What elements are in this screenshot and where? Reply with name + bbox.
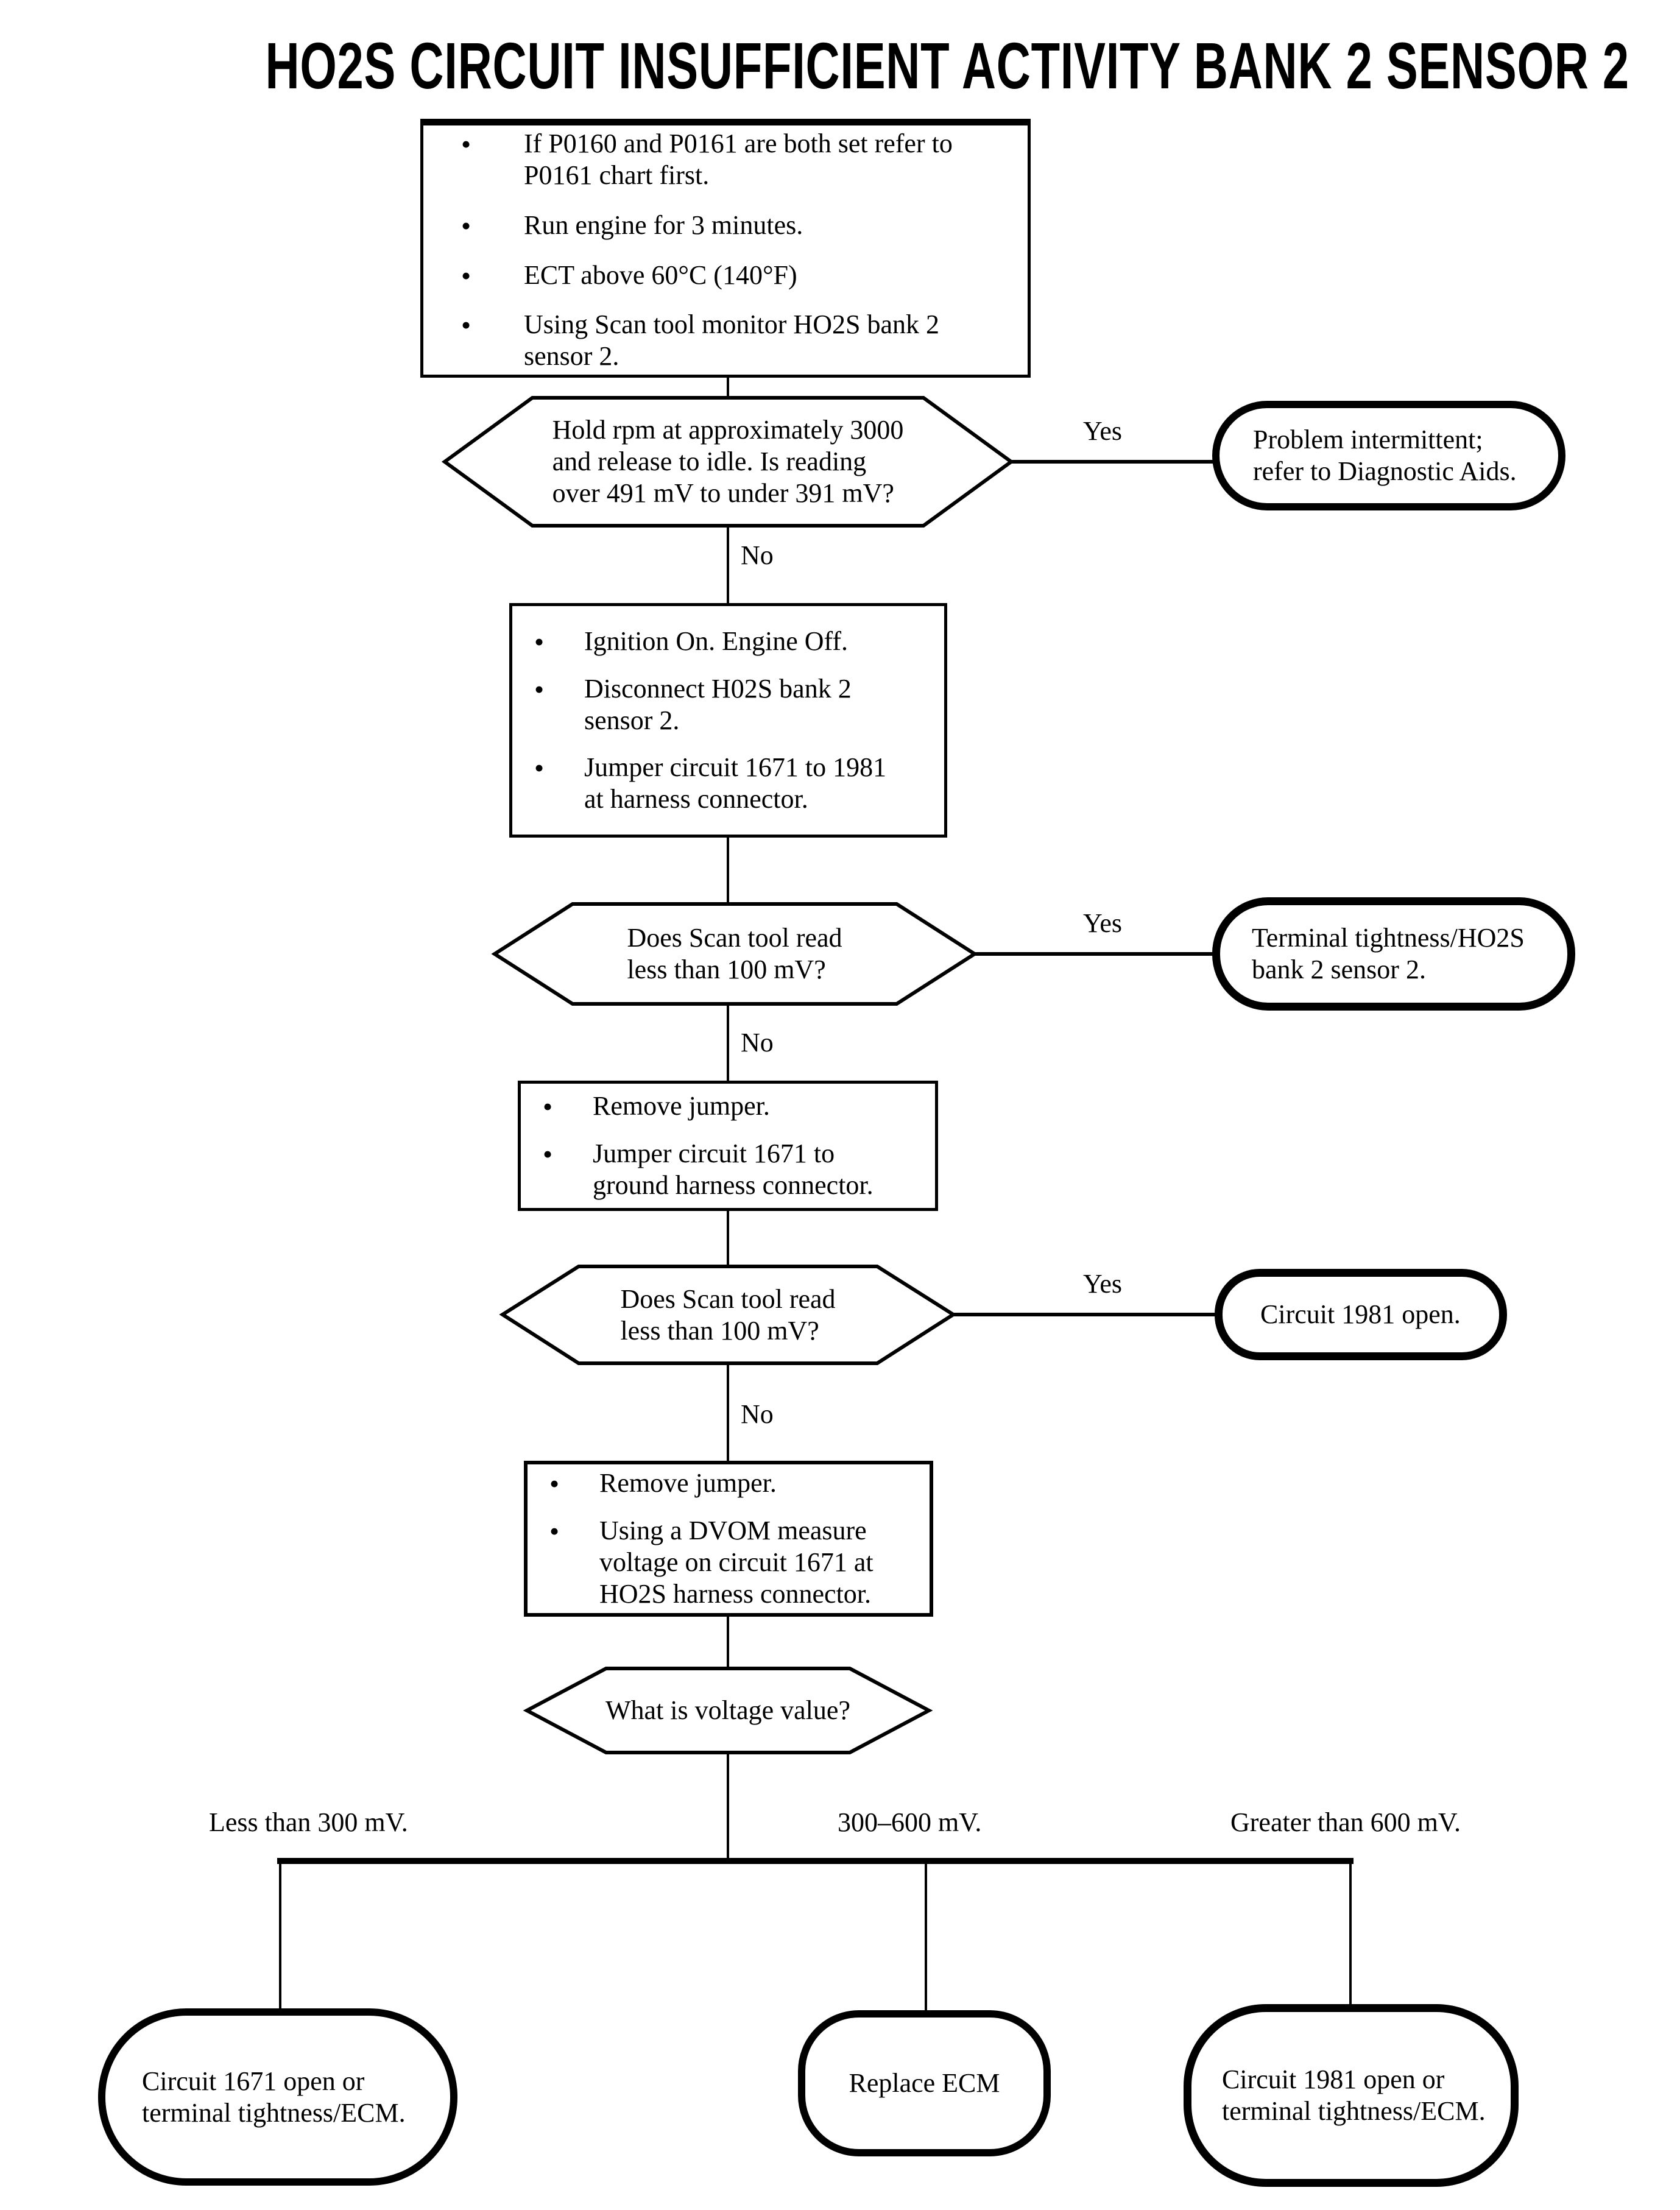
decision-voltage-question: What is voltage value? — [527, 1668, 929, 1753]
jumper-ground-box: Remove jumper. Jumper circuit 1671 to gr… — [518, 1081, 938, 1211]
list-item: Using a DVOM measure voltage on circuit … — [528, 1515, 930, 1610]
list-item: ECT above 60°C (140°F) — [423, 259, 1028, 292]
list-item-text: Using a DVOM measure voltage on circuit … — [599, 1516, 874, 1609]
list-item: Run engine for 3 minutes. — [423, 210, 1028, 242]
terminal-text: Circuit 1671 open or terminal tightness/… — [142, 2066, 406, 2128]
list-item-text: Ignition On. Engine Off. — [584, 626, 849, 656]
dvom-measure-box: Remove jumper. Using a DVOM measure volt… — [524, 1461, 933, 1617]
list-item-text: Disconnect H02S bank 2 sensor 2. — [584, 673, 852, 735]
list-item-text: Run engine for 3 minutes. — [524, 210, 803, 240]
decision-scan-jumper-hexagon — [491, 902, 978, 1006]
circuit-1981-open-terminal: Circuit 1981 open. — [1215, 1269, 1507, 1360]
jumper-connect-box: Ignition On. Engine Off. Disconnect H02S… — [509, 603, 947, 838]
list-item-text: Using Scan tool monitor HO2S bank 2 sens… — [524, 309, 939, 372]
list-item-text: Remove jumper. — [593, 1091, 770, 1121]
list-item: Jumper circuit 1671 to 1981 at harness c… — [512, 752, 944, 815]
list-item: Remove jumper. — [528, 1467, 930, 1500]
terminal-text: Circuit 1981 open or terminal tightness/… — [1222, 2064, 1486, 2126]
no-label: No — [741, 1028, 774, 1057]
decision-rpm-hexagon — [441, 396, 1015, 528]
list-item: Using Scan tool monitor HO2S bank 2 sens… — [423, 309, 1028, 372]
list-item-text: ECT above 60°C (140°F) — [524, 259, 797, 290]
decision-scan-ground-question: Does Scan tool read less than 100 mV? — [503, 1266, 953, 1363]
result-mid-terminal: Replace ECM — [798, 2010, 1051, 2156]
list-item: Remove jumper. — [521, 1090, 935, 1123]
decision-question-text: Does Scan tool read less than 100 mV? — [620, 1283, 836, 1346]
result-high-terminal: Circuit 1981 open or terminal tightness/… — [1184, 2004, 1519, 2187]
list-item: If P0160 and P0161 are both set refer to… — [423, 128, 1028, 191]
page-title: HO2S CIRCUIT INSUFFICIENT ACTIVITY BANK … — [0, 33, 1680, 99]
yes-label: Yes — [1083, 908, 1123, 938]
list-item: Disconnect H02S bank 2 sensor 2. — [512, 673, 944, 736]
decision-scan-ground-hexagon — [499, 1265, 957, 1365]
list-item-text: Remove jumper. — [599, 1468, 777, 1499]
decision-rpm-question: Hold rpm at approximately 3000 and relea… — [445, 398, 1011, 526]
no-label: No — [741, 1399, 774, 1429]
terminal-text: Problem intermittent; refer to Diagnosti… — [1253, 425, 1517, 486]
yes-label: Yes — [1083, 1269, 1123, 1299]
decision-question-text: Does Scan tool read less than 100 mV? — [627, 923, 842, 984]
decision-voltage-hexagon — [523, 1667, 933, 1754]
terminal-text: Circuit 1981 open. — [1260, 1299, 1461, 1330]
decision-question-text: What is voltage value? — [605, 1695, 850, 1726]
list-item-text: If P0160 and P0161 are both set refer to… — [524, 128, 953, 190]
terminal-tightness-terminal: Terminal tightness/HO2S bank 2 sensor 2. — [1212, 897, 1575, 1011]
decision-question-text: Hold rpm at approximately 3000 and relea… — [552, 415, 904, 508]
list-item: Jumper circuit 1671 to ground harness co… — [521, 1138, 935, 1201]
start-conditions-box: If P0160 and P0161 are both set refer to… — [420, 119, 1031, 378]
branch-label-high: Greater than 600 mV. — [1230, 1807, 1461, 1837]
branch-label-low: Less than 300 mV. — [209, 1807, 408, 1837]
decision-scan-jumper-question: Does Scan tool read less than 100 mV? — [495, 904, 975, 1004]
result-low-terminal: Circuit 1671 open or terminal tightness/… — [98, 2008, 457, 2186]
no-label: No — [741, 540, 774, 570]
terminal-text: Replace ECM — [849, 2068, 1000, 2099]
terminal-text: Terminal tightness/HO2S bank 2 sensor 2. — [1252, 923, 1525, 984]
branch-label-mid: 300–600 mV. — [838, 1807, 982, 1837]
list-item-text: Jumper circuit 1671 to 1981 at harness c… — [584, 752, 887, 814]
list-item-text: Jumper circuit 1671 to ground harness co… — [593, 1139, 874, 1200]
page-title-text: HO2S CIRCUIT INSUFFICIENT ACTIVITY BANK … — [265, 29, 1629, 102]
problem-intermittent-terminal: Problem intermittent; refer to Diagnosti… — [1212, 401, 1565, 510]
yes-label: Yes — [1083, 416, 1123, 446]
list-item: Ignition On. Engine Off. — [512, 626, 944, 658]
